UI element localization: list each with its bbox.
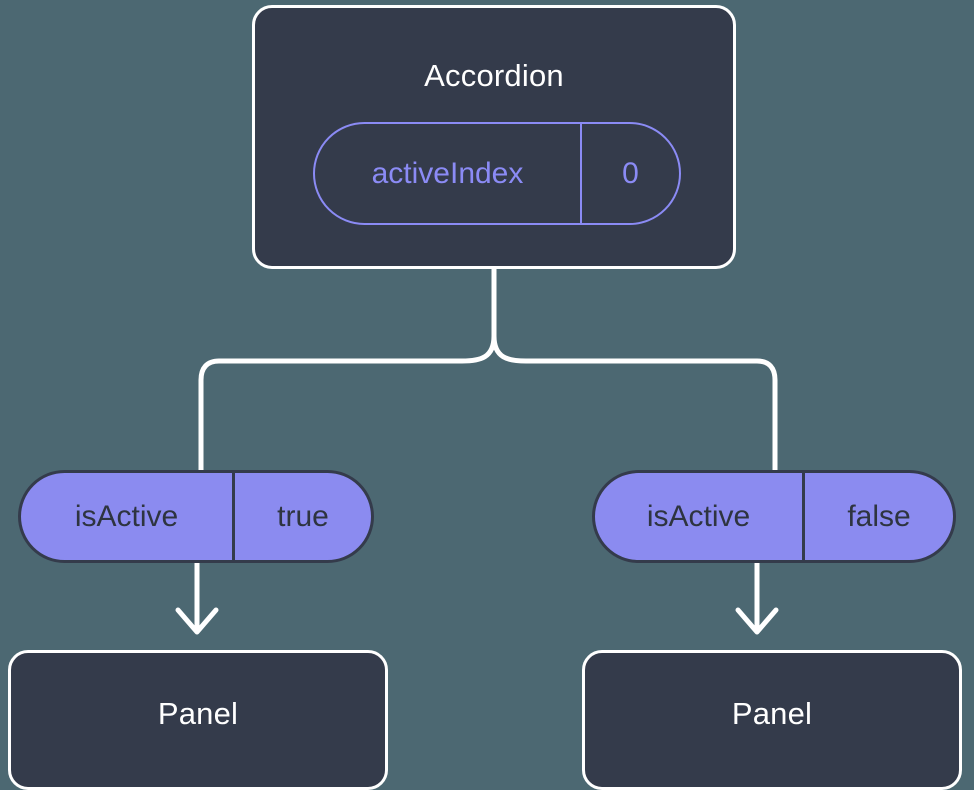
connector-branch-left	[198, 333, 497, 473]
connector-branch-right	[491, 333, 778, 473]
prop-pill-isactive-false-value: false	[847, 499, 911, 533]
state-pill-activeindex-key: activeIndex	[315, 124, 582, 223]
prop-pill-isactive-true-value: true	[277, 499, 329, 533]
diagram-canvas: Accordion activeIndex 0 isActive true is…	[8, 5, 962, 790]
node-panel-right[interactable]: Panel	[582, 650, 962, 790]
prop-pill-isactive-false[interactable]: isActive false	[592, 470, 956, 563]
state-pill-activeindex-value: 0	[622, 156, 639, 190]
prop-pill-isactive-true-key: isActive	[21, 473, 235, 560]
node-panel-left[interactable]: Panel	[8, 650, 388, 790]
node-accordion[interactable]: Accordion activeIndex 0	[252, 5, 736, 269]
prop-pill-isactive-true[interactable]: isActive true	[18, 470, 374, 563]
node-panel-right-title: Panel	[731, 696, 813, 731]
arrow-left-head	[175, 607, 219, 635]
state-pill-activeindex[interactable]: activeIndex 0	[313, 122, 681, 225]
arrow-right-head	[735, 607, 779, 635]
prop-pill-isactive-false-key: isActive	[595, 473, 805, 560]
node-panel-left-title: Panel	[157, 696, 239, 731]
node-accordion-title: Accordion	[424, 58, 564, 93]
